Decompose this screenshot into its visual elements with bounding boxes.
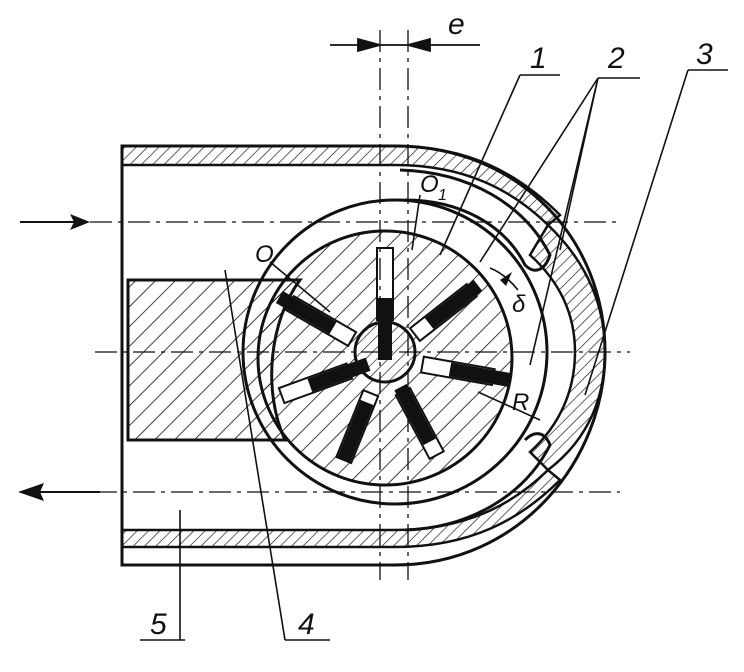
- center-lines: [90, 30, 630, 580]
- vane: [275, 290, 358, 348]
- leader-lines: [140, 69, 728, 641]
- housing: [120, 144, 607, 567]
- vane: [408, 279, 483, 343]
- eccentricity-label: e: [448, 8, 465, 41]
- callout-2-label: 2: [607, 42, 625, 75]
- discharge-port-channel: [404, 432, 552, 532]
- vane: [394, 383, 446, 461]
- suction-port-channel: [399, 168, 552, 272]
- vanes-group: [275, 247, 513, 465]
- radius-label: R: [512, 389, 529, 416]
- callout-1-label: 1: [530, 42, 547, 75]
- vane: [277, 357, 371, 405]
- stator-bore: [241, 198, 549, 506]
- vane: [335, 388, 380, 465]
- inlet-arrow: [20, 214, 90, 230]
- rotor-center-label: O: [255, 241, 274, 268]
- housing-top-wall: [120, 144, 562, 227]
- vane: [376, 247, 394, 360]
- stator-center-subscript: 1: [438, 187, 447, 204]
- housing-bottom-wall: [120, 468, 562, 549]
- outlet-arrow: [18, 483, 100, 501]
- eccentricity-dimension: [330, 37, 480, 53]
- vane: [419, 355, 513, 388]
- callout-3-label: 3: [696, 38, 713, 71]
- rotation-arrow: [489, 267, 519, 291]
- rotation-mark-label: δ: [512, 291, 526, 318]
- callout-5-label: 5: [150, 608, 167, 641]
- stator-center-label: O: [420, 171, 439, 198]
- callout-4-label: 4: [298, 608, 315, 641]
